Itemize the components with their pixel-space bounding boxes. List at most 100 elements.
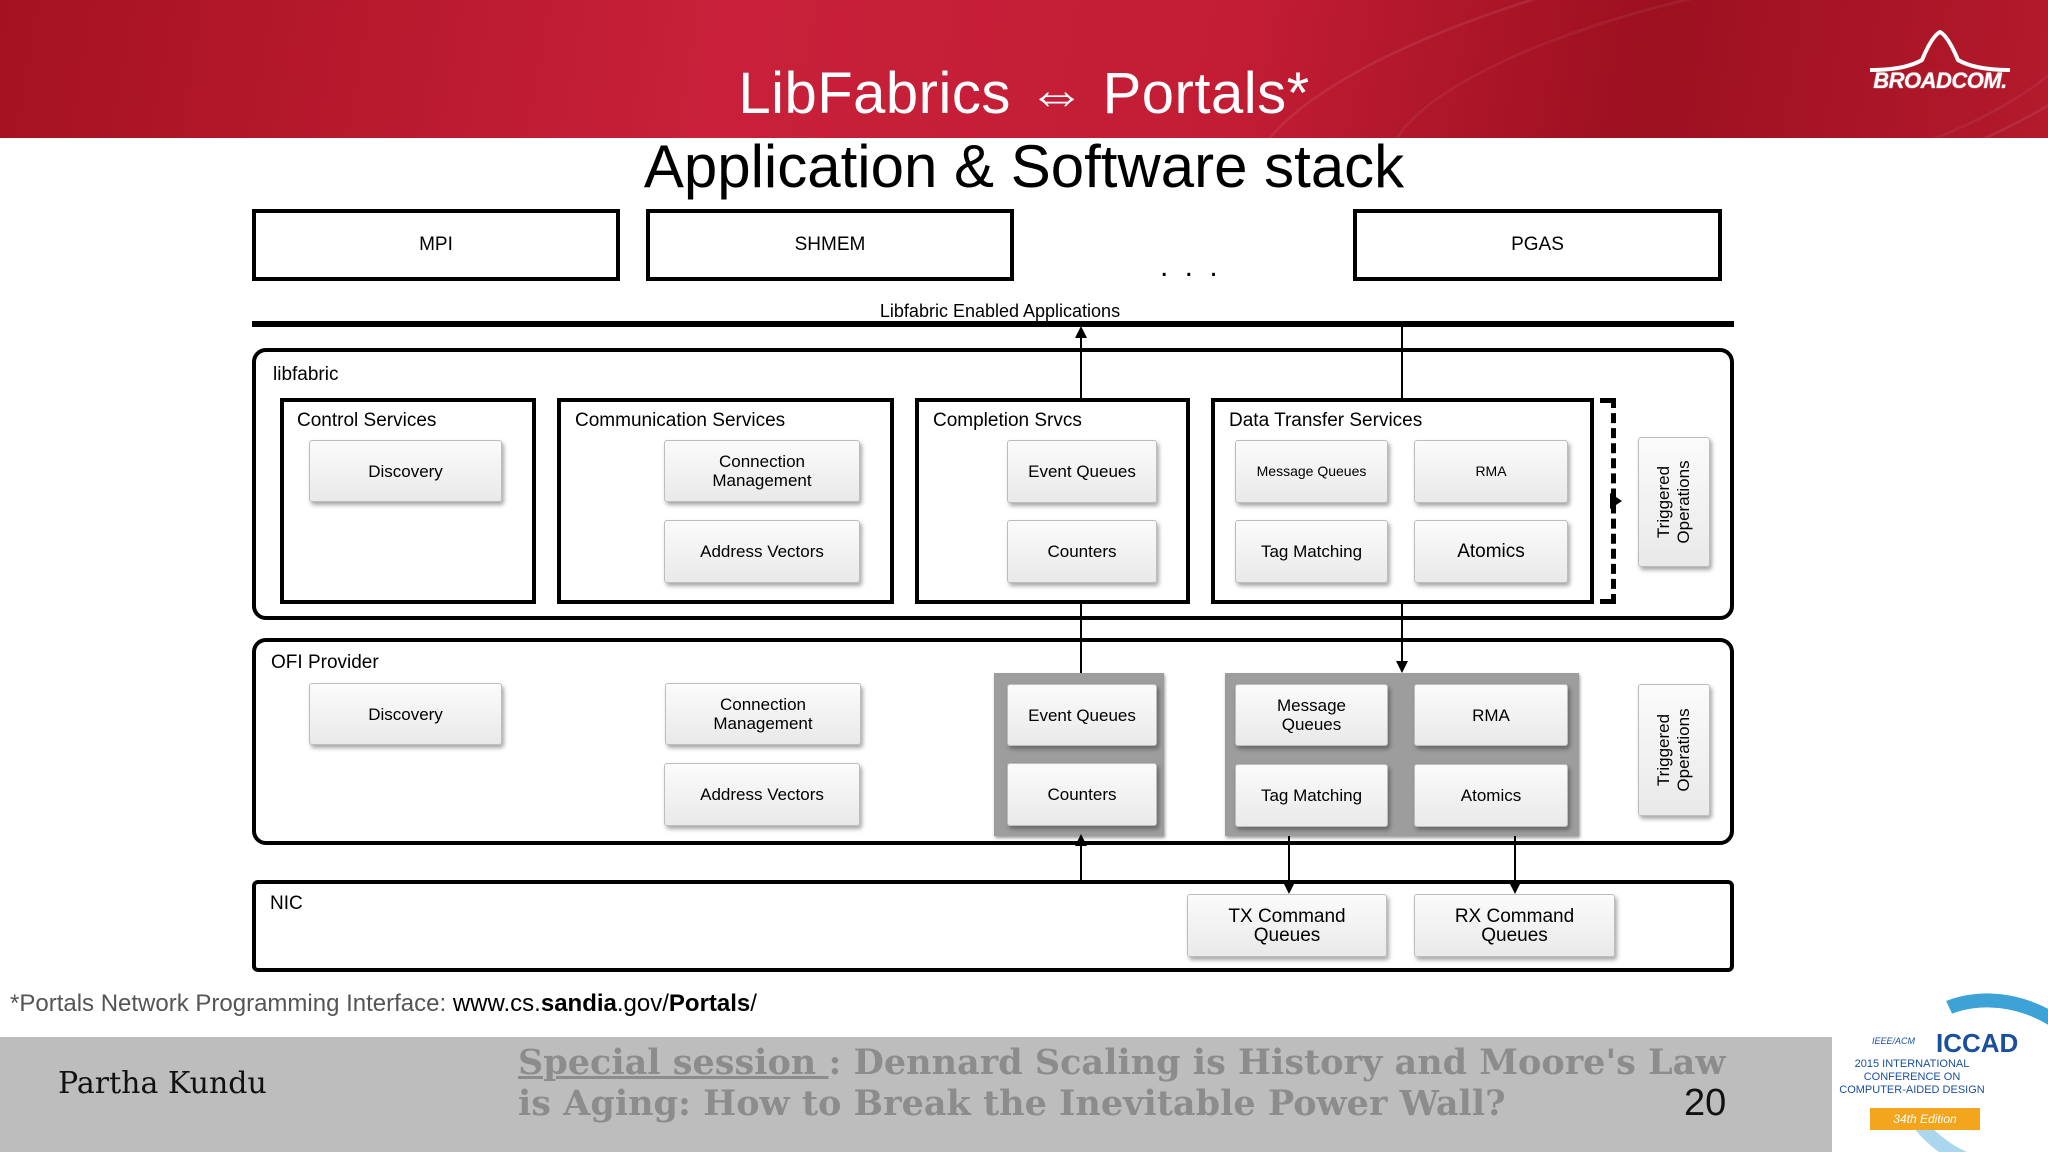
session-title-rest: : Dennard Scaling is History and Moore's… xyxy=(518,1042,1726,1124)
counters-box: Counters xyxy=(1007,520,1157,583)
url-part: sandia xyxy=(540,990,617,1017)
ofi-address-vectors-text: Address Vectors xyxy=(700,785,824,804)
connection-management-text: Connection Management xyxy=(712,452,812,490)
ofi-atomics-box: Atomics xyxy=(1414,764,1568,827)
rma-box: RMA xyxy=(1414,440,1568,503)
connector-line xyxy=(1080,604,1082,673)
tx-command-queues-text: TX Command Queues xyxy=(1228,905,1346,946)
libfabric-panel xyxy=(252,348,1734,620)
ofi-event-queues-text: Event Queues xyxy=(1028,705,1136,725)
ofi-rma-text: RMA xyxy=(1472,705,1510,725)
ofi-connection-management-text: Connection Management xyxy=(713,695,813,733)
ofi-rma-box: RMA xyxy=(1414,684,1568,746)
counters-text: Counters xyxy=(1047,542,1117,561)
control-services-label: Control Services xyxy=(297,410,437,431)
author-name: Partha Kundu xyxy=(58,1066,267,1101)
discovery-box: Discovery xyxy=(309,440,502,502)
footer-bar xyxy=(0,1037,1832,1152)
rma-text: RMA xyxy=(1475,463,1507,479)
rx-command-queues-box: RX Command Queues xyxy=(1414,894,1615,957)
app-label: PGAS xyxy=(1511,234,1564,255)
connector-line xyxy=(1288,836,1290,884)
app-box-shmem: SHMEM xyxy=(646,209,1014,281)
iccad-letters: ICCAD xyxy=(1936,1028,2019,1058)
communication-services-group xyxy=(557,398,894,604)
app-label: SHMEM xyxy=(794,234,866,255)
data-transfer-services-group xyxy=(1211,398,1594,604)
ofi-connection-management-box: Connection Management xyxy=(665,683,861,745)
ofi-atomics-text: Atomics xyxy=(1460,786,1522,805)
ofi-discovery-box: Discovery xyxy=(309,683,502,745)
event-queues-text: Event Queues xyxy=(1028,462,1136,481)
control-services-group xyxy=(280,398,536,604)
nic-panel xyxy=(252,880,1734,972)
connector-line xyxy=(1401,604,1403,662)
atomics-text: Atomics xyxy=(1457,541,1525,562)
ofi-counters-box: Counters xyxy=(1007,763,1157,826)
atomics-box: Atomics xyxy=(1414,520,1568,583)
connector-line xyxy=(1401,327,1403,398)
arrow-down-icon xyxy=(1509,882,1521,894)
communication-services-label: Communication Services xyxy=(575,410,786,431)
ofi-discovery-text: Discovery xyxy=(368,704,443,724)
ellipsis: . . . xyxy=(1160,250,1222,283)
connector-line xyxy=(1514,836,1516,884)
data-transfer-services-label: Data Transfer Services xyxy=(1229,410,1423,431)
bracket-arrow-tip xyxy=(1610,493,1622,509)
tag-matching-box: Tag Matching xyxy=(1235,520,1388,583)
session-title: Special session : Dennard Scaling is His… xyxy=(518,1042,1758,1124)
ofi-message-queues-text: Message Queues xyxy=(1277,696,1346,734)
discovery-text: Discovery xyxy=(368,461,443,481)
event-queues-box: Event Queues xyxy=(1007,440,1157,503)
page-number: 20 xyxy=(1684,1082,1727,1124)
iccad-conference: 2015 INTERNATIONAL CONFERENCE ON COMPUTE… xyxy=(1839,1058,1985,1096)
arrow-down-icon xyxy=(1283,882,1295,894)
nic-label: NIC xyxy=(270,893,303,914)
ofi-triggered-operations-box: Triggered Operations xyxy=(1638,684,1710,816)
address-vectors-text: Address Vectors xyxy=(700,542,824,561)
slide-title: LibFabrics ⇔ Portals* xyxy=(738,61,1310,126)
broadcom-logo: BROADCOM. xyxy=(1860,29,2020,110)
ofi-provider-label: OFI Provider xyxy=(271,652,379,673)
footnote: *Portals Network Programming Interface: … xyxy=(10,990,757,1018)
completion-services-label: Completion Srvcs xyxy=(933,410,1082,431)
iccad-logo: IEEE/ACM ICCAD 2015 INTERNATIONAL CONFER… xyxy=(1832,990,2048,1152)
completion-services-group xyxy=(915,398,1190,604)
header-banner xyxy=(0,0,2048,138)
rx-command-queues-text: RX Command Queues xyxy=(1454,905,1575,946)
ofi-tag-matching-box: Tag Matching xyxy=(1235,764,1388,827)
url-part: .gov/ xyxy=(616,990,669,1017)
app-label: MPI xyxy=(419,234,453,255)
tx-command-queues-box: TX Command Queues xyxy=(1187,894,1387,957)
apps-divider-line xyxy=(252,321,1734,327)
triggered-operations-text: Triggered Operations xyxy=(1654,460,1693,544)
broadcom-logo-icon xyxy=(1869,29,2011,72)
url-part: www.cs. xyxy=(452,990,541,1017)
ofi-address-vectors-box: Address Vectors xyxy=(664,763,860,826)
logo-text: BROADCOM. xyxy=(1873,68,2007,93)
session-title-underlined: Special session xyxy=(518,1042,829,1083)
connector-line xyxy=(1080,336,1082,398)
address-vectors-box: Address Vectors xyxy=(664,520,860,583)
arrow-up-icon xyxy=(1075,834,1087,846)
footnote-url[interactable]: www.cs.sandia.gov/Portals/ xyxy=(453,990,757,1017)
app-box-mpi: MPI xyxy=(252,209,620,281)
ofi-tag-matching-text: Tag Matching xyxy=(1260,786,1363,805)
ofi-triggered-operations-text: Triggered Operations xyxy=(1654,708,1693,792)
url-part: / xyxy=(750,990,757,1017)
footnote-prefix: *Portals Network Programming Interface: xyxy=(10,990,453,1017)
ofi-message-queues-box: Message Queues xyxy=(1235,684,1388,746)
iccad-ieee: IEEE/ACM xyxy=(1872,1036,1916,1046)
ofi-provider-panel xyxy=(252,638,1734,845)
url-part: Portals xyxy=(668,990,751,1017)
triggered-operations-box: Triggered Operations xyxy=(1638,437,1710,567)
libfabric-label: libfabric xyxy=(273,364,339,385)
app-box-pgas: PGAS xyxy=(1353,209,1722,281)
ofi-event-queues-box: Event Queues xyxy=(1007,684,1157,746)
arrow-down-icon xyxy=(1396,661,1408,673)
message-queues-box: Message Queues xyxy=(1235,440,1388,503)
apps-line-label: Libfabric Enabled Applications xyxy=(879,301,1121,321)
slide-subtitle: Application & Software stack xyxy=(643,133,1405,200)
connection-management-box: Connection Management xyxy=(664,440,860,502)
arrow-up-icon xyxy=(1075,326,1087,338)
